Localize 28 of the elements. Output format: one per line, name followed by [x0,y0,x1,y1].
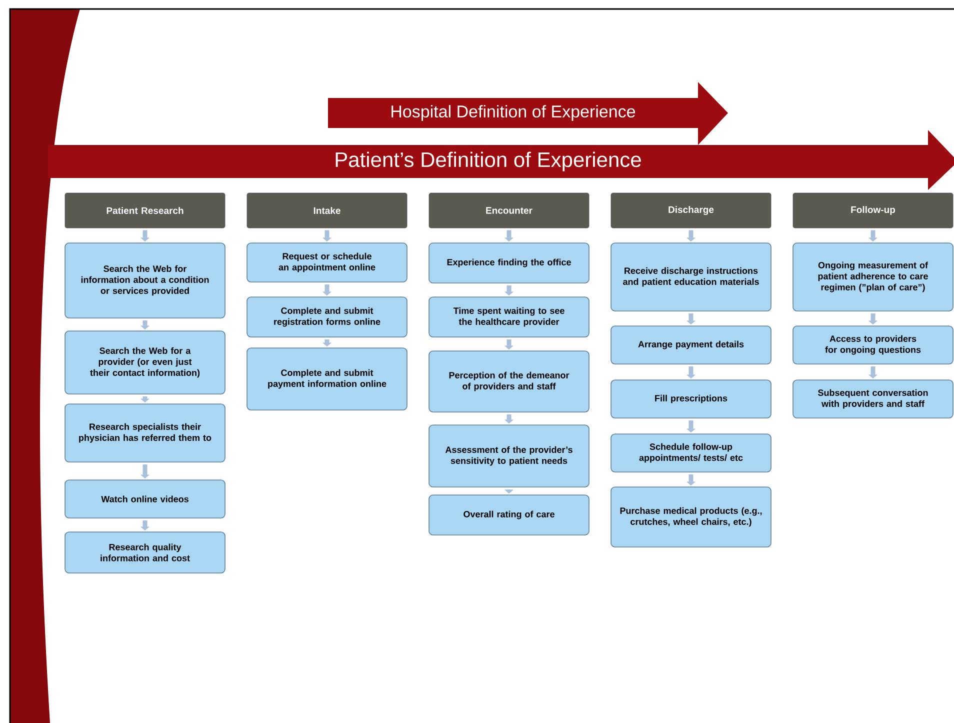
step-box: Search the Web for information about a condition or services provided [64,242,226,318]
timeline-banner: Hospital Definition of Experience [328,82,728,145]
step-box: Complete and submit registration forms online [246,296,408,338]
step-box: Research quality information and cost [64,532,226,574]
step-box: Access to providers for ongoing questions [792,326,954,364]
step-box: Watch online videos [64,480,226,518]
stage-header: Encounter [428,192,590,228]
step-box: Time spent waiting to see the healthcare provider [428,296,590,338]
timeline-banner: Patient’s Definition of Experience [48,130,954,190]
step-box: Search the Web for a provider (or even just their contact information) [64,330,226,394]
step-box: Assessment of the provider’s sensitivity to patient needs [428,424,590,488]
step-box: Overall rating of care [428,494,590,536]
stage-header: Intake [246,192,408,228]
step-box: Perception of the demeanor of providers and staff [428,350,590,412]
stage-header: Patient Research [64,192,226,228]
step-box: Purchase medical products (e.g., crutches, wheel chairs, etc.) [610,486,772,548]
step-box: Fill prescriptions [610,380,772,418]
step-box: Experience finding the office [428,242,590,284]
step-box: Complete and submit payment information online [246,348,408,410]
step-box: Arrange payment details [610,326,772,364]
step-box: Research specialists their physician has referred them to [64,404,226,462]
step-box: Receive discharge instructions and patient education materials [610,242,772,312]
stage-header: Discharge [610,192,772,228]
step-box: Ongoing measurement of patient adherence to care regimen (”plan of care”) [792,242,954,312]
stage-header: Follow-up [792,192,954,228]
step-box: Subsequent conversation with providers and staff [792,380,954,418]
step-box: Request or schedule an appointment online [246,242,408,282]
step-box: Schedule follow-up appointments/ tests/ etc [610,434,772,472]
